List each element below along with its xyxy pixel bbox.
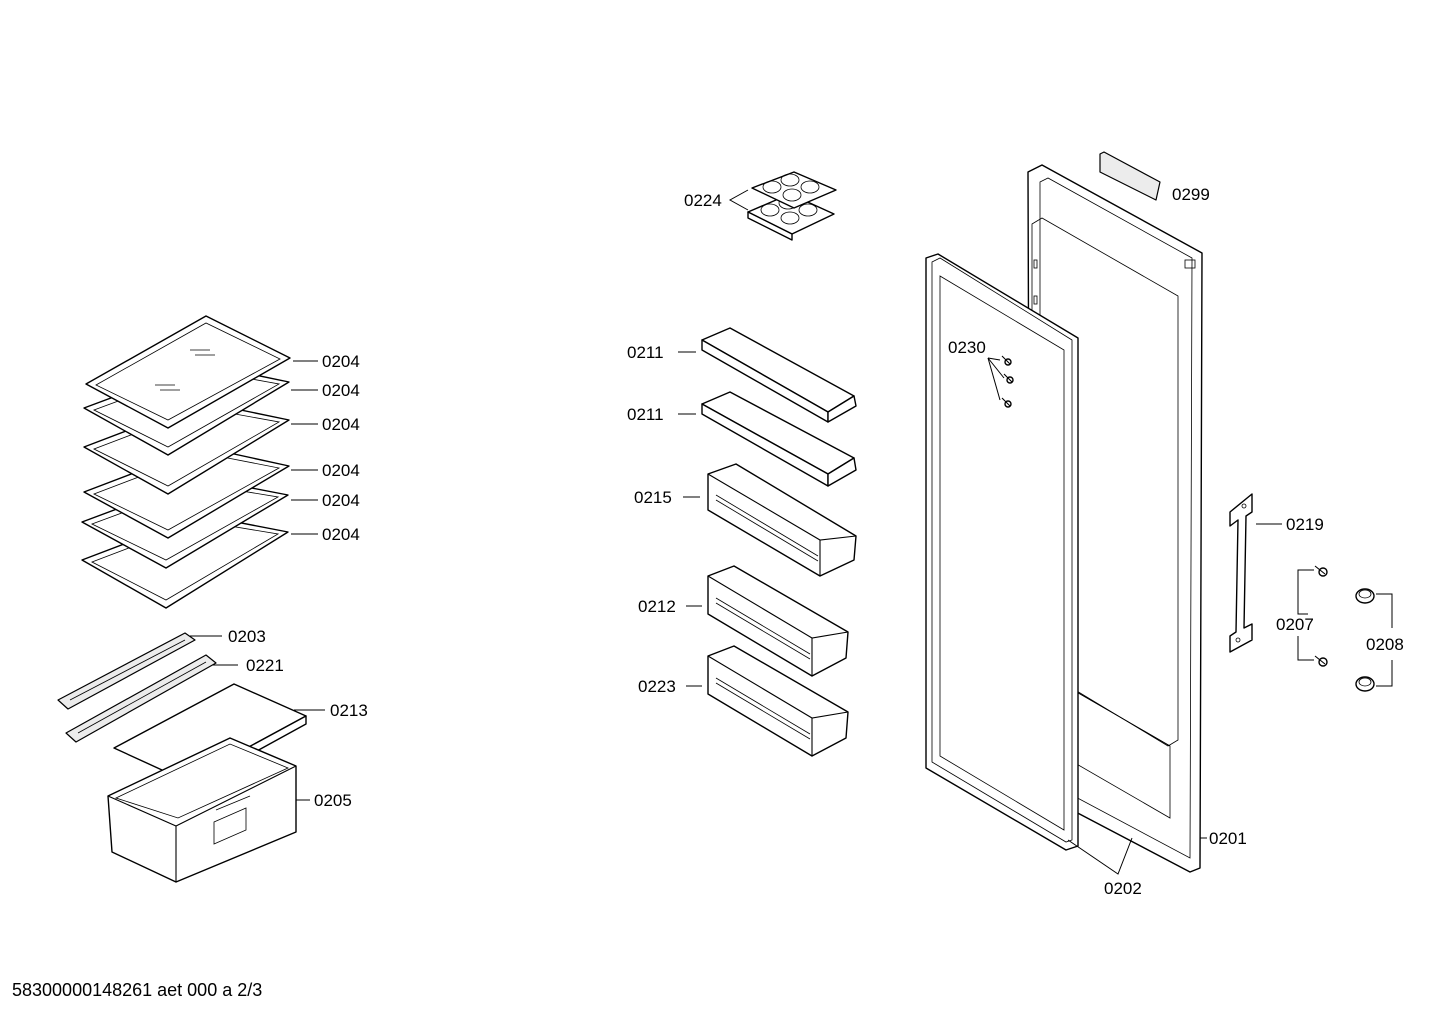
label-0204-1: 0204 bbox=[322, 352, 360, 371]
label-0208: 0208 bbox=[1366, 635, 1404, 654]
door-bin-0223 bbox=[707, 645, 849, 757]
door-shelf-0211-upper bbox=[701, 327, 857, 423]
handle-screws-0207 bbox=[1297, 565, 1328, 667]
screw-icon bbox=[1001, 397, 1012, 408]
door-handle-0219 bbox=[1229, 493, 1253, 653]
rating-label-0299 bbox=[1099, 151, 1161, 201]
label-0224: 0224 bbox=[684, 191, 722, 210]
cap-icon bbox=[1355, 588, 1375, 604]
label-0212: 0212 bbox=[638, 597, 676, 616]
door-gasket-0202 bbox=[925, 253, 1079, 851]
screw-set-0230 bbox=[987, 355, 1014, 408]
label-0211-2: 0211 bbox=[627, 405, 664, 424]
label-0230: 0230 bbox=[948, 338, 986, 357]
cap-icon bbox=[1355, 676, 1375, 692]
door-shelf-0211-lower bbox=[701, 391, 857, 487]
label-0202: 0202 bbox=[1104, 879, 1142, 898]
egg-tray-0224 bbox=[747, 171, 837, 241]
label-0201: 0201 bbox=[1209, 829, 1247, 848]
door-bin-0212 bbox=[707, 565, 849, 677]
label-0204-4: 0204 bbox=[322, 461, 360, 480]
label-0211-1: 0211 bbox=[627, 343, 664, 362]
screw-icon bbox=[1314, 565, 1328, 577]
screw-icon bbox=[1001, 355, 1012, 366]
label-0299: 0299 bbox=[1172, 185, 1210, 204]
label-0213: 0213 bbox=[330, 701, 368, 720]
label-0204-6: 0204 bbox=[322, 525, 360, 544]
screw-caps-0208 bbox=[1355, 588, 1393, 692]
screw-icon bbox=[1003, 373, 1014, 384]
label-0219: 0219 bbox=[1286, 515, 1324, 534]
label-0204-2: 0204 bbox=[322, 381, 360, 400]
door-bin-0215 bbox=[707, 463, 857, 577]
shelf-trim-strip-0203 bbox=[57, 632, 196, 710]
glass-shelf-stack bbox=[81, 315, 318, 609]
label-0215: 0215 bbox=[634, 488, 672, 507]
label-0203: 0203 bbox=[228, 627, 266, 646]
label-0204-3: 0204 bbox=[322, 415, 360, 434]
label-0207: 0207 bbox=[1276, 615, 1314, 634]
document-id: 58300000148261 aet 000 a 2/3 bbox=[12, 980, 263, 1000]
screw-icon bbox=[1314, 655, 1328, 667]
crisper-drawer-0205 bbox=[107, 737, 297, 883]
label-0204-5: 0204 bbox=[322, 491, 360, 510]
glass-shelf-1 bbox=[85, 315, 291, 429]
label-0223: 0223 bbox=[638, 677, 676, 696]
label-0221: 0221 bbox=[246, 656, 284, 675]
shelf-trim-strip-0221 bbox=[65, 654, 217, 743]
label-0205: 0205 bbox=[314, 791, 352, 810]
